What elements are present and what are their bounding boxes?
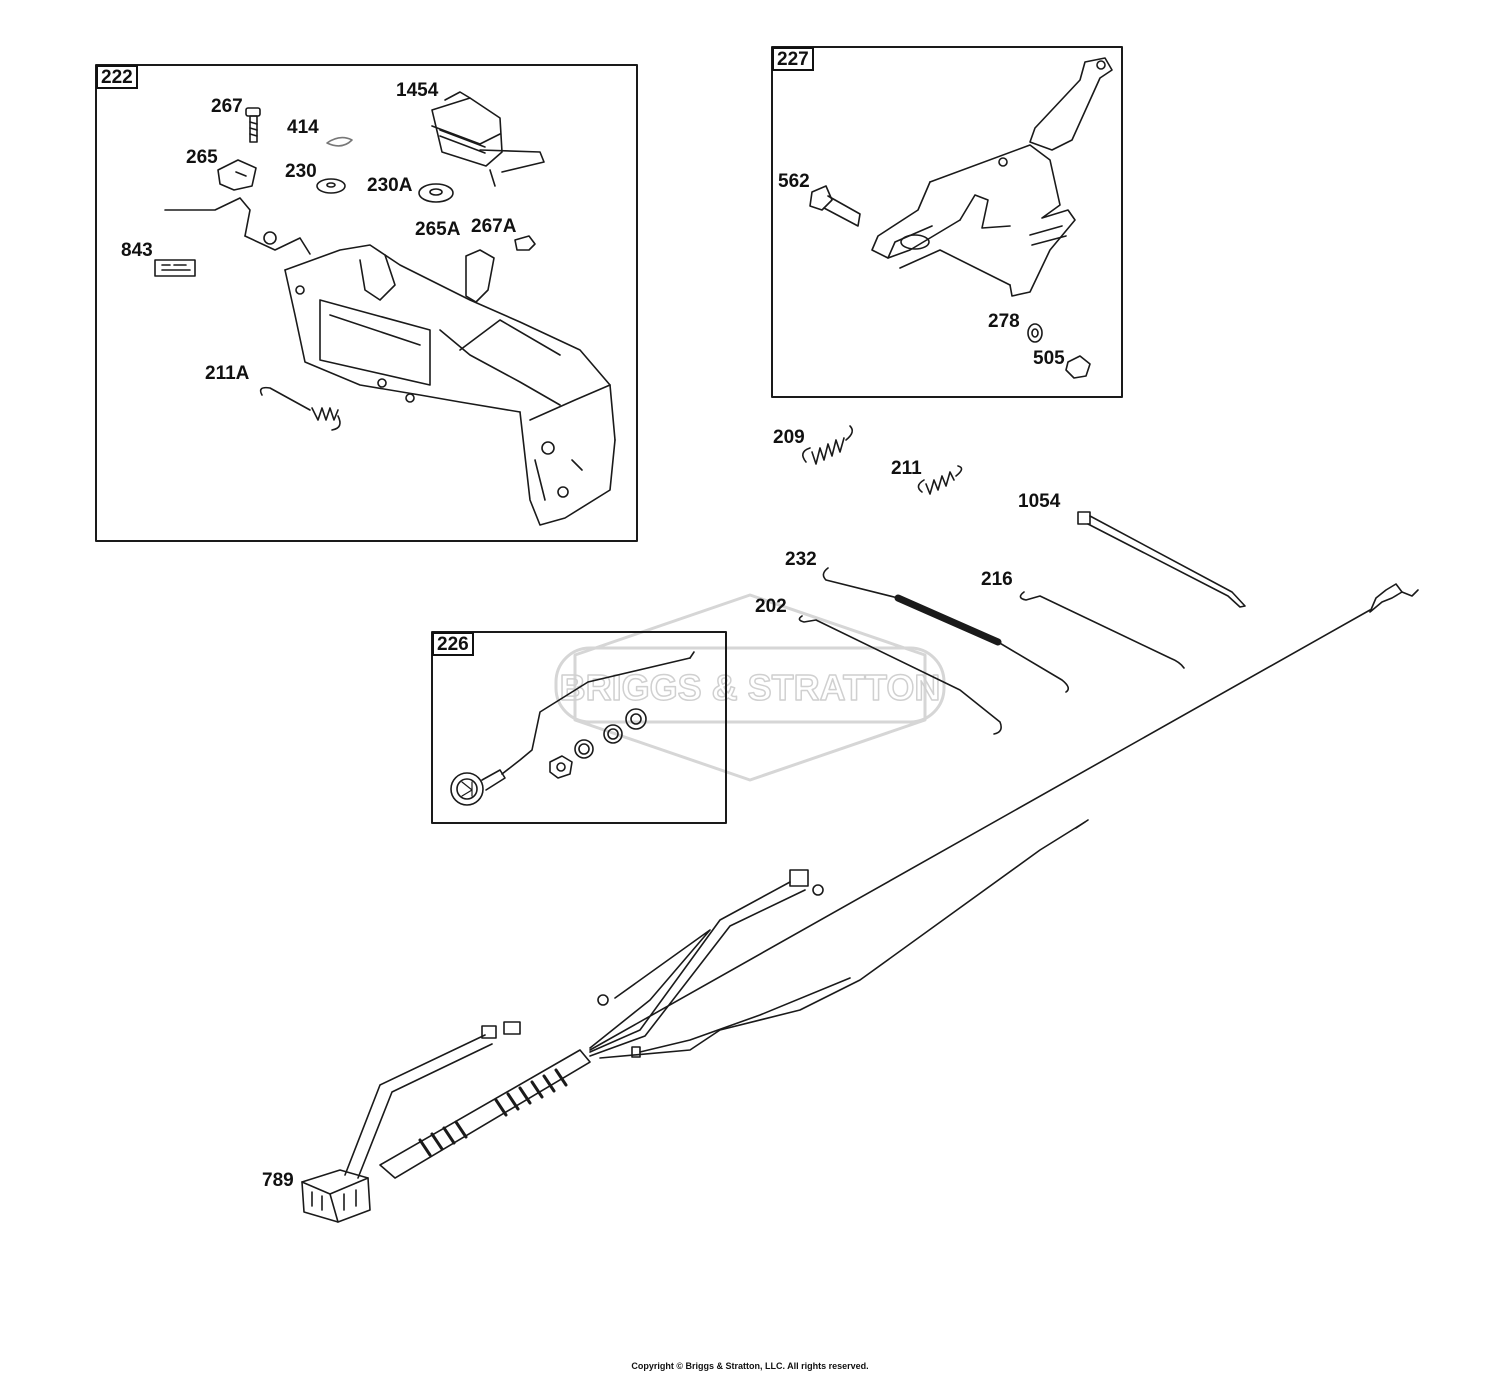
callout-1054: 1054 xyxy=(1018,491,1061,512)
part-267-screw xyxy=(245,107,261,143)
part-227-throttle-lever xyxy=(871,57,1113,297)
part-226-nut-1 xyxy=(549,755,573,779)
callout-789: 789 xyxy=(262,1170,294,1191)
part-843-label xyxy=(154,259,196,277)
copyright-notice: Copyright © Briggs & Stratton, LLC. All … xyxy=(631,1361,869,1371)
callout-211A: 211A xyxy=(205,363,250,384)
part-226-lockwasher-2 xyxy=(625,708,647,730)
part-211-spring xyxy=(917,465,963,495)
callout-562: 562 xyxy=(778,171,810,192)
group-label-226: 226 xyxy=(432,632,474,656)
callout-505: 505 xyxy=(1033,348,1065,369)
part-226-choke-knob xyxy=(450,651,695,806)
part-216-rod xyxy=(1019,591,1185,669)
group-label-227: 227 xyxy=(772,47,814,71)
group-frame-222 xyxy=(95,64,638,542)
watermark-text: BRIGGS & STRATTON xyxy=(560,667,941,708)
part-265A-bracket xyxy=(465,249,495,303)
part-562-bolt xyxy=(809,185,861,227)
callout-230: 230 xyxy=(285,161,317,182)
part-789-wiring-harness xyxy=(301,583,1419,1223)
callout-202: 202 xyxy=(755,596,787,617)
callout-267: 267 xyxy=(211,96,243,117)
part-1454-switch xyxy=(431,91,545,187)
part-209-spring xyxy=(802,425,854,465)
part-232-rod xyxy=(822,567,1070,693)
callout-1454: 1454 xyxy=(396,80,439,101)
group-frame-227 xyxy=(771,46,1123,398)
part-202-rod xyxy=(798,615,1002,735)
callout-230A: 230A xyxy=(367,175,413,196)
callout-232: 232 xyxy=(785,549,817,570)
part-211A-spring xyxy=(259,386,341,431)
callout-843: 843 xyxy=(121,240,153,261)
group-frame-226 xyxy=(431,631,727,824)
part-226-washer xyxy=(603,724,623,744)
callout-265A: 265A xyxy=(415,219,461,240)
part-267A-nut xyxy=(514,235,536,251)
part-226-lockwasher-1 xyxy=(574,739,594,759)
callout-209: 209 xyxy=(773,427,805,448)
callout-265: 265 xyxy=(186,147,218,168)
part-265-bracket xyxy=(217,159,257,191)
part-505-nut xyxy=(1065,355,1091,379)
part-278-washer xyxy=(1027,323,1043,343)
watermark-logo: BRIGGS & STRATTON xyxy=(554,593,946,782)
callout-267A: 267A xyxy=(471,216,517,237)
callout-216: 216 xyxy=(981,569,1013,590)
part-222-control-bracket xyxy=(164,197,616,526)
part-414-clip xyxy=(326,136,353,147)
callout-278: 278 xyxy=(988,311,1020,332)
part-230A-washer xyxy=(418,183,454,203)
callout-414: 414 xyxy=(287,117,319,138)
part-1054-cable-tie xyxy=(1077,511,1246,608)
part-230-washer xyxy=(316,178,346,194)
group-label-222: 222 xyxy=(96,65,138,89)
callout-211: 211 xyxy=(891,458,922,479)
